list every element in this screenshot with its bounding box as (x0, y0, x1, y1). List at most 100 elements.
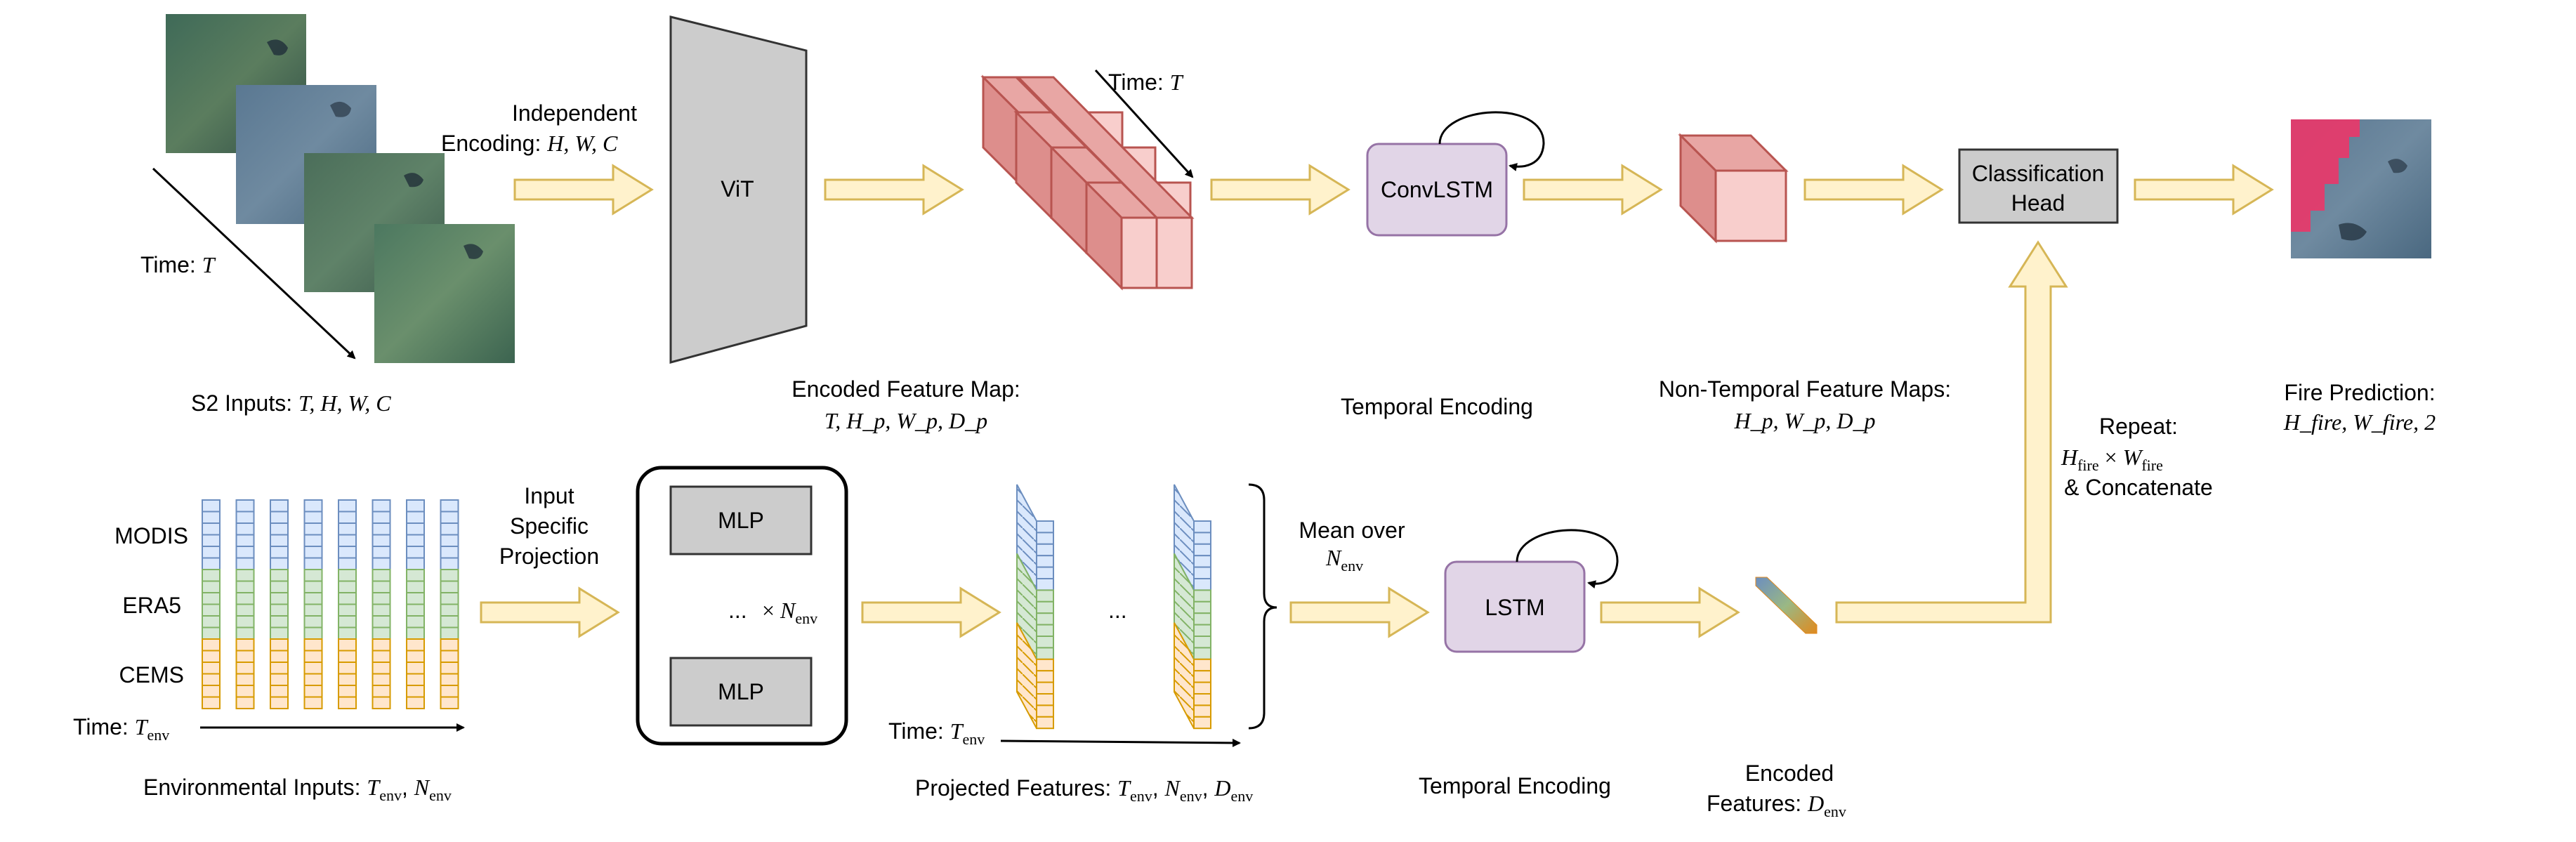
env-column-6 (372, 499, 391, 709)
env-cell (303, 626, 323, 640)
projected-cell (1036, 647, 1054, 660)
projected-cell (1193, 670, 1211, 683)
classification-head-label-1: Classification (1972, 161, 2105, 186)
env-cell (406, 511, 425, 524)
env-cell (303, 662, 323, 675)
env-cell (406, 522, 425, 536)
encoded-features-label-1: Encoded (1745, 761, 1834, 786)
arrow-lstm-to-encoded (1600, 586, 1740, 638)
env-cell (202, 696, 221, 709)
env-cell (202, 546, 221, 559)
projected-stack-1 (1016, 484, 1054, 730)
env-cell (440, 638, 459, 652)
env-cell (235, 673, 255, 686)
env-cell (372, 580, 391, 593)
env-cell (303, 685, 323, 698)
env-cell (303, 638, 323, 652)
env-cell (440, 696, 459, 709)
env-cell (202, 534, 221, 547)
env-cell (440, 569, 459, 582)
env-cell (202, 499, 221, 513)
env-column-8 (440, 499, 459, 709)
env-cell (372, 650, 391, 663)
projected-cell (1036, 543, 1054, 557)
env-cell (372, 511, 391, 524)
env-cell (235, 511, 255, 524)
env-cell (202, 522, 221, 536)
env-cell (338, 534, 357, 547)
env-cell (440, 685, 459, 698)
env-cell (202, 685, 221, 698)
arrow-s2-to-vit (513, 164, 654, 216)
projected-cell (1193, 600, 1211, 614)
arrow-convlstm-to-nontemporal (1523, 164, 1663, 216)
vit-label: ViT (721, 176, 754, 202)
lstm-label: LSTM (1485, 595, 1544, 620)
env-cell (303, 499, 323, 513)
env-cell (372, 626, 391, 640)
env-cell (440, 592, 459, 605)
projected-cell (1193, 681, 1211, 695)
env-cell (440, 662, 459, 675)
lstm-loop-arrow (1516, 529, 1619, 589)
env-cell (235, 650, 255, 663)
env-cell (270, 615, 289, 629)
env-cell (270, 650, 289, 663)
env-cell (440, 626, 459, 640)
env-cell (372, 546, 391, 559)
env-cell (235, 499, 255, 513)
projected-cell (1036, 704, 1054, 718)
env-cell (372, 603, 391, 617)
env-cell (440, 534, 459, 547)
env-cell (303, 569, 323, 582)
env-cell (270, 626, 289, 640)
projected-cell (1193, 566, 1211, 579)
env-cell (440, 511, 459, 524)
bottom-temporal-encoding-label: Temporal Encoding (1419, 773, 1611, 798)
env-column-5 (338, 499, 357, 709)
env-inputs-label: Environmental Inputs: Tenv, Nenv (143, 775, 452, 804)
encoded-features-label-2: Features: Denv (1707, 791, 1846, 820)
env-cell (338, 511, 357, 524)
env-cell (202, 673, 221, 686)
env-cell (270, 685, 289, 698)
s2-image-stack (166, 14, 515, 363)
modis-label: MODIS (114, 523, 188, 548)
env-cell (303, 650, 323, 663)
projected-cell (1036, 693, 1054, 706)
env-cell (202, 580, 221, 593)
env-cell (235, 580, 255, 593)
env-cell (270, 662, 289, 675)
mean-over-var: Nenv (1325, 545, 1363, 574)
env-cell (338, 626, 357, 640)
env-column-4 (303, 499, 323, 709)
env-cell (440, 650, 459, 663)
env-cell (440, 546, 459, 559)
projected-cell (1193, 693, 1211, 706)
arrow-features-to-convlstm (1210, 164, 1351, 216)
env-cell (406, 499, 425, 513)
env-cell (338, 696, 357, 709)
env-cell (338, 580, 357, 593)
encoded-features-bar (1755, 577, 1818, 634)
projected-cell (1193, 532, 1211, 545)
repeat-label: Repeat: (2099, 414, 2178, 439)
projected-cell (1193, 716, 1211, 730)
env-cell (303, 522, 323, 536)
env-cell (406, 650, 425, 663)
env-cell (235, 534, 255, 547)
env-cell (406, 580, 425, 593)
arrow-projected-to-lstm (1289, 586, 1430, 638)
env-cell (440, 603, 459, 617)
mean-over-label: Mean over (1299, 518, 1405, 543)
env-cell (372, 569, 391, 582)
env-cell (338, 662, 357, 675)
env-cell (440, 615, 459, 629)
env-cell (406, 569, 425, 582)
projected-cell (1036, 600, 1054, 614)
env-cell (406, 534, 425, 547)
env-cell (303, 534, 323, 547)
env-cell (372, 685, 391, 698)
env-time-label: Time: Tenv (73, 714, 169, 744)
